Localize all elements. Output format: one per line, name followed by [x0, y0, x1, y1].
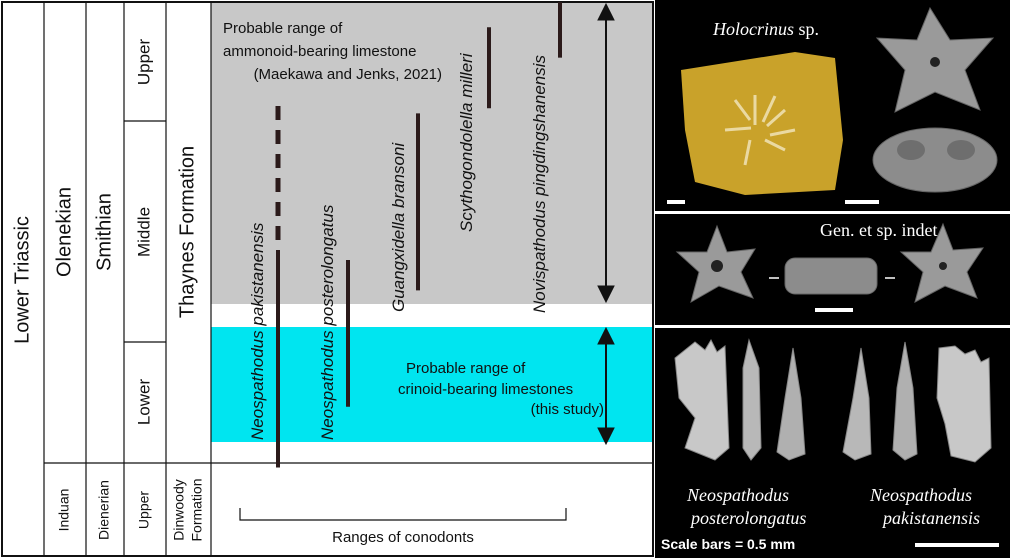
holocrinus-columnal-side: [872, 127, 998, 193]
pakistanensis-aboral-view: [892, 341, 918, 461]
conodont-bracket: [239, 508, 567, 521]
crinoid-note-line1: Probable range of: [406, 360, 526, 377]
neo1-genus: Neospathodus: [687, 485, 790, 505]
neo2-species: pakistanensis: [883, 508, 980, 528]
taxon-label-pingdingshanensis: Novispathodus pingdingshanensis: [530, 54, 549, 313]
taxon-label-bransoni: Guangxidella bransoni: [389, 142, 408, 312]
pakistanensis-oral-view: [842, 347, 872, 461]
specimen-photo-plate: Holocrinus sp. Gen. et sp. indet.: [655, 0, 1010, 558]
pakistanensis-lateral-view: [936, 345, 992, 463]
upper-dienerian-label: Upper: [136, 491, 152, 529]
scale-bar: [667, 200, 685, 204]
ammonoid-note-line2: ammonoid-bearing limestone: [223, 43, 416, 60]
substage-lower-label: Lower: [134, 379, 153, 426]
substage-middle-label: Middle: [134, 207, 153, 257]
conodont-panel: Neospathodus posterolongatus Neospathodu…: [655, 328, 1010, 558]
formation-label: Thaynes Formation: [176, 146, 198, 318]
dienerian-label: Dienerian: [96, 480, 112, 540]
holocrinus-title: Holocrinus sp.: [713, 19, 819, 40]
taxon-label-milleri: Scythogondolella milleri: [457, 52, 476, 232]
gen-indet-columnal-side: [784, 257, 878, 295]
gen-indet-title: Gen. et sp. indet.: [820, 220, 942, 240]
posterolongatus-lateral-view: [674, 338, 730, 461]
panel-divider: [655, 211, 1010, 214]
conodont-footer-label: Ranges of conodonts: [332, 529, 474, 546]
conodont-specimens: [674, 338, 992, 463]
series-label: Olenekian: [53, 187, 75, 277]
gen-indet-specimens: [675, 222, 984, 304]
formation-lower-label: Formation: [189, 478, 205, 541]
holocrinus-suffix: sp.: [794, 19, 820, 39]
scale-bar: [915, 543, 999, 547]
ammonoid-range-band: [211, 2, 653, 304]
stage-label: Smithian: [93, 193, 115, 271]
holocrinus-specimens: [681, 6, 998, 195]
scale-bars-label: Scale bars = 0.5 mm: [661, 536, 796, 552]
holocrinus-lumen: [930, 57, 940, 67]
holocrinus-side-detail: [897, 140, 925, 160]
crinoid-range-band: [211, 327, 653, 442]
conodont-range-bars: [275, 2, 562, 468]
neo2-genus: Neospathodus: [870, 485, 973, 505]
ammonoid-range-arrow: [597, 2, 615, 304]
holocrinus-genus: Holocrinus: [713, 19, 794, 39]
scale-bar: [845, 200, 879, 204]
gen-indet-lumen: [711, 260, 723, 272]
crinoid-note-line2: crinoid-bearing limestones: [398, 381, 573, 398]
crinoid-range-arrow: [597, 326, 615, 446]
dinwoody-label: Dinwoody: [171, 479, 187, 540]
crinoid-note-line3: (this study): [531, 401, 604, 418]
posterolongatus-oral-view: [742, 338, 762, 461]
scale-bar: [815, 308, 853, 312]
induan-label: Induan: [56, 489, 72, 532]
holocrinus-slab-photo: [681, 52, 843, 195]
taxon-label-posterolongatus: Neospathodus posterolongatus: [318, 204, 337, 440]
gen-indet-lumen: [939, 262, 947, 270]
panel-divider: [655, 325, 1010, 328]
posterolongatus-aboral-view: [776, 347, 806, 461]
system-label: Lower Triassic: [11, 216, 33, 344]
holocrinus-panel: Holocrinus sp.: [655, 0, 1010, 211]
gen-indet-panel: Gen. et sp. indet.: [655, 214, 1010, 325]
ammonoid-note-line3: (Maekawa and Jenks, 2021): [254, 66, 442, 83]
chart-frame: [1, 1, 654, 557]
neo1-species: posterolongatus: [691, 508, 807, 528]
ammonoid-note-line1: Probable range of: [223, 20, 343, 37]
taxon-label-pakistanensis: Neospathodus pakistanensis: [248, 222, 267, 440]
holocrinus-side-detail: [947, 140, 975, 160]
stratigraphic-range-chart: Lower Triassic Olenekian Smithian Upper …: [1, 1, 654, 557]
substage-upper-label: Upper: [134, 39, 153, 86]
holocrinus-slab-pattern: [724, 95, 796, 166]
